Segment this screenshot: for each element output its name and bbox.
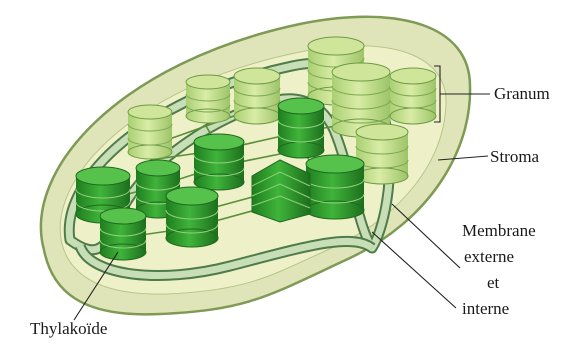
granum-stack [278,98,324,158]
label-membrane-1: Membrane [462,221,536,240]
label-membrane-3: et [487,273,500,292]
granum-stack [390,68,436,124]
granum-stack [234,68,280,124]
label-stroma: Stroma [490,147,540,166]
label-granum: Granum [494,84,550,103]
label-thylakoide: Thylakoïde [30,319,107,338]
label-membrane-2: externe [464,247,514,266]
label-membrane-4: interne [462,299,509,318]
granum-stack [166,187,218,247]
granum-stack [194,134,244,190]
granum-stack [100,208,146,260]
granum-stack [306,155,364,219]
granum-stack [186,75,230,123]
granum-stack [128,105,172,159]
